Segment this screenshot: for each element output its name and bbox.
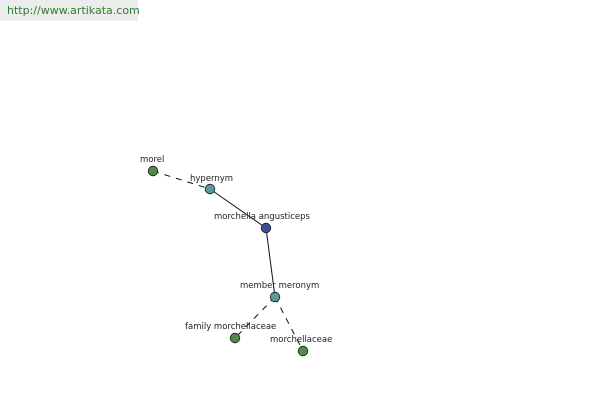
node-label-morchellaceae[interactable]: morchellaceae	[270, 335, 332, 345]
edge-hypernym-center	[209, 188, 267, 229]
node-morchellaceae[interactable]	[297, 345, 309, 357]
node-label-family[interactable]: family morchellaceae	[185, 322, 276, 332]
edge-morel-hypernym	[152, 170, 211, 190]
edge-member_meronym-morchellaceae	[274, 296, 304, 352]
node-member-meronym[interactable]	[269, 291, 281, 303]
node-label-morel[interactable]: morel	[140, 155, 164, 165]
node-morel[interactable]	[147, 165, 159, 177]
node-label-hypernym[interactable]: hypernym	[190, 174, 233, 184]
source-url[interactable]: http://www.artikata.com	[0, 0, 140, 21]
node-center[interactable]	[260, 222, 272, 234]
node-label-member-meronym[interactable]: member meronym	[240, 281, 319, 291]
node-label-center[interactable]: morchella angusticeps	[214, 212, 311, 222]
edge-member_meronym-family	[234, 296, 276, 339]
node-hypernym[interactable]	[204, 183, 216, 195]
node-family[interactable]	[229, 332, 241, 344]
edge-center-member_meronym	[265, 227, 276, 298]
